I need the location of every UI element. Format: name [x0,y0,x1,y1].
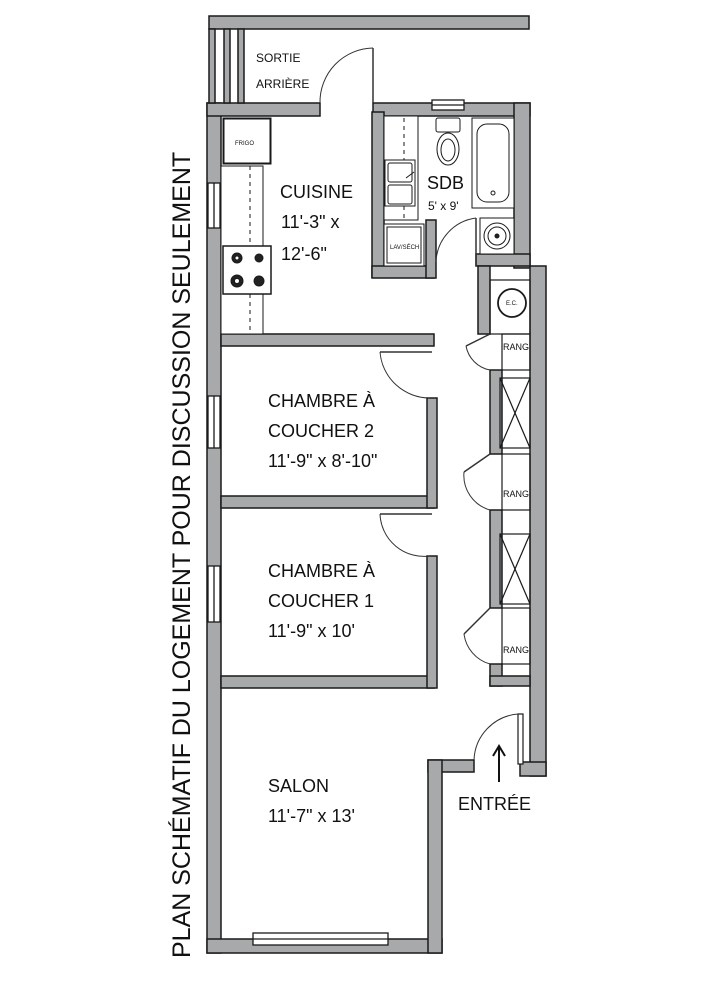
stove [222,245,272,295]
kitchen-dims-2: 12'-6" [281,244,327,264]
bathroom-sink [479,217,515,255]
fridge-label: FRIGO [235,141,254,147]
windows [207,99,465,946]
labels: PLAN SCHÉMATIF DU LOGEMENT POUR DISCUSSI… [167,51,531,958]
closet-label-1: RANG [503,342,529,352]
window-bathroom [431,99,465,111]
living-name: SALON [268,776,329,796]
wall-closet-left-2 [489,369,503,455]
wall-kitchen-top [206,102,321,117]
wall-bed2-right [426,397,438,509]
door-bedroom-1 [379,513,432,557]
door-closet-1 [465,333,491,371]
wall-laundry-bottom [371,265,435,279]
wall-closet-left-3 [489,509,503,609]
closet-1 [501,333,531,371]
kitchen-sink [384,159,416,207]
door-bathroom [435,217,477,266]
bathtub [471,117,515,209]
kitchen-dims-1: 11'-3" x [281,212,340,232]
bathroom-dims: 5' x 9' [428,199,459,213]
wall-bed2-bed1 [220,495,435,509]
water-heater-label: E.C. [506,301,518,307]
exit-label-line2: ARRIÈRE [256,76,309,91]
toilet [435,117,461,166]
stair-rail-3 [237,28,245,104]
wall-corridor-bottom [519,761,547,777]
window-kitchen [207,182,221,229]
stair-rail-2 [223,28,231,104]
wall-laundry-right [425,219,437,279]
water-heater [497,288,527,318]
doors [319,47,524,765]
door-bedroom-2 [379,351,432,399]
wall-bed1-right [426,555,438,689]
duct-2 [499,533,531,605]
bedroom1-line1: CHAMBRE À [268,561,375,581]
bedroom1-line2: COUCHER 1 [268,591,374,611]
closet-2 [501,453,531,511]
bedroom2-dims: 11'-9" x 8'-10" [268,451,377,471]
wall-bath-bottom [475,253,531,267]
wall-kitchen-bath [371,111,385,278]
wall-corridor-right [529,265,547,777]
kitchen-name: CUISINE [280,182,353,202]
living-dims: 11'-7" x 13' [268,806,355,826]
window-bedroom-1 [207,565,221,623]
wall-bath-right [513,102,531,269]
bedroom2-line2: COUCHER 2 [268,421,374,441]
stair-rail-1 [208,28,216,104]
entrance-arrow-icon [492,744,506,782]
wall-salon-right [427,759,443,954]
bedroom1-dims: 11'-9" x 10' [268,621,355,641]
bedroom2-line1: CHAMBRE À [268,391,375,411]
washer-dryer-label: LAV/SÉCH [390,244,419,251]
duct-1 [499,377,531,449]
wall-left [206,102,222,954]
entrance-label: ENTRÉE [458,794,531,814]
closets [489,279,531,665]
fixtures [220,115,527,782]
plan-title: PLAN SCHÉMATIF DU LOGEMENT POUR DISCUSSI… [167,152,196,958]
door-closet-3 [463,607,491,665]
door-closet-2 [463,453,491,511]
closet-label-3: RANG [503,645,529,655]
closet-3 [501,607,531,665]
door-back-exit [319,47,374,104]
window-salon [252,932,389,946]
washer-dryer [383,223,425,267]
wall-stair-top [208,15,530,30]
window-bedroom-2 [207,395,221,449]
walls [206,15,547,954]
closet-label-2: RANG [503,489,529,499]
bathroom-name: SDB [427,173,464,193]
fridge [222,117,272,165]
wall-kitchen-bed2 [220,333,435,347]
wall-closet-left-1 [477,265,491,335]
wall-closet-bottom [489,675,531,687]
door-entrance [473,713,524,765]
wall-bed1-salon [220,675,435,689]
exit-label-line1: SORTIE [256,51,300,65]
